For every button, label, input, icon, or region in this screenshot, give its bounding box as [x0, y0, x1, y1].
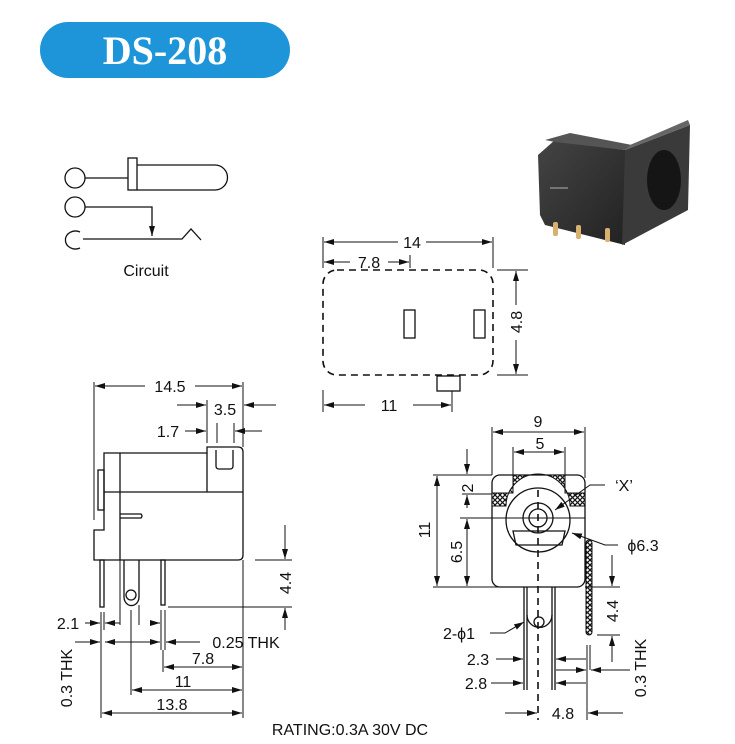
dim-9: 9: [534, 414, 543, 431]
title-badge: DS-208: [40, 22, 290, 78]
circuit-label: Circuit: [123, 263, 169, 280]
dim-14-5: 14.5: [154, 379, 185, 396]
label-holes: 2-ϕ1: [443, 626, 475, 643]
product-title: DS-208: [103, 28, 227, 73]
label-x: ‘X’: [615, 478, 633, 495]
dim-4-8: 4.8: [509, 311, 526, 333]
dim-7-8: 7.8: [358, 255, 380, 272]
dim-2-8: 2.8: [465, 676, 487, 693]
top-view: 14 7.8 4.8 11: [322, 235, 528, 415]
dim-13-8: 13.8: [156, 697, 187, 714]
dim-0-25-thk: 0.25 THK: [212, 635, 280, 652]
dim-11-top: 11: [381, 398, 398, 415]
dim-0-3-thk-front: 0.3 THK: [633, 638, 650, 697]
dim-11-side: 11: [175, 674, 192, 691]
front-view: 9 5 11 2 6.5 ‘X’ ϕ6.3 2-ϕ1 2.3 2.8: [417, 414, 659, 723]
circuit-diagram: Circuit: [64, 157, 229, 280]
dim-0-3-thk-side: 0.3 THK: [59, 648, 76, 707]
dim-4-4-front: 4.4: [605, 600, 622, 622]
dim-2: 2: [460, 483, 477, 492]
rating-text: RATING:0.3A 30V DC: [272, 722, 428, 739]
dim-1-7: 1.7: [157, 424, 179, 441]
dim-2-3: 2.3: [467, 652, 489, 669]
dim-5: 5: [536, 436, 545, 453]
side-view: 14.5 3.5 1.7 4.4 2.1 0.3 THK 0.25 THK: [57, 379, 295, 718]
dim-14: 14: [403, 235, 421, 252]
dim-4-4-side: 4.4: [278, 572, 295, 594]
label-bore-6-3: ϕ6.3: [627, 538, 658, 555]
dim-7-8-side: 7.8: [192, 651, 214, 668]
dim-6-5: 6.5: [449, 541, 466, 563]
product-photo: [538, 120, 690, 245]
dim-3-5: 3.5: [214, 402, 236, 419]
dim-4-8-front: 4.8: [552, 706, 574, 723]
dim-11-front: 11: [417, 522, 434, 539]
dim-2-1: 2.1: [57, 616, 79, 633]
